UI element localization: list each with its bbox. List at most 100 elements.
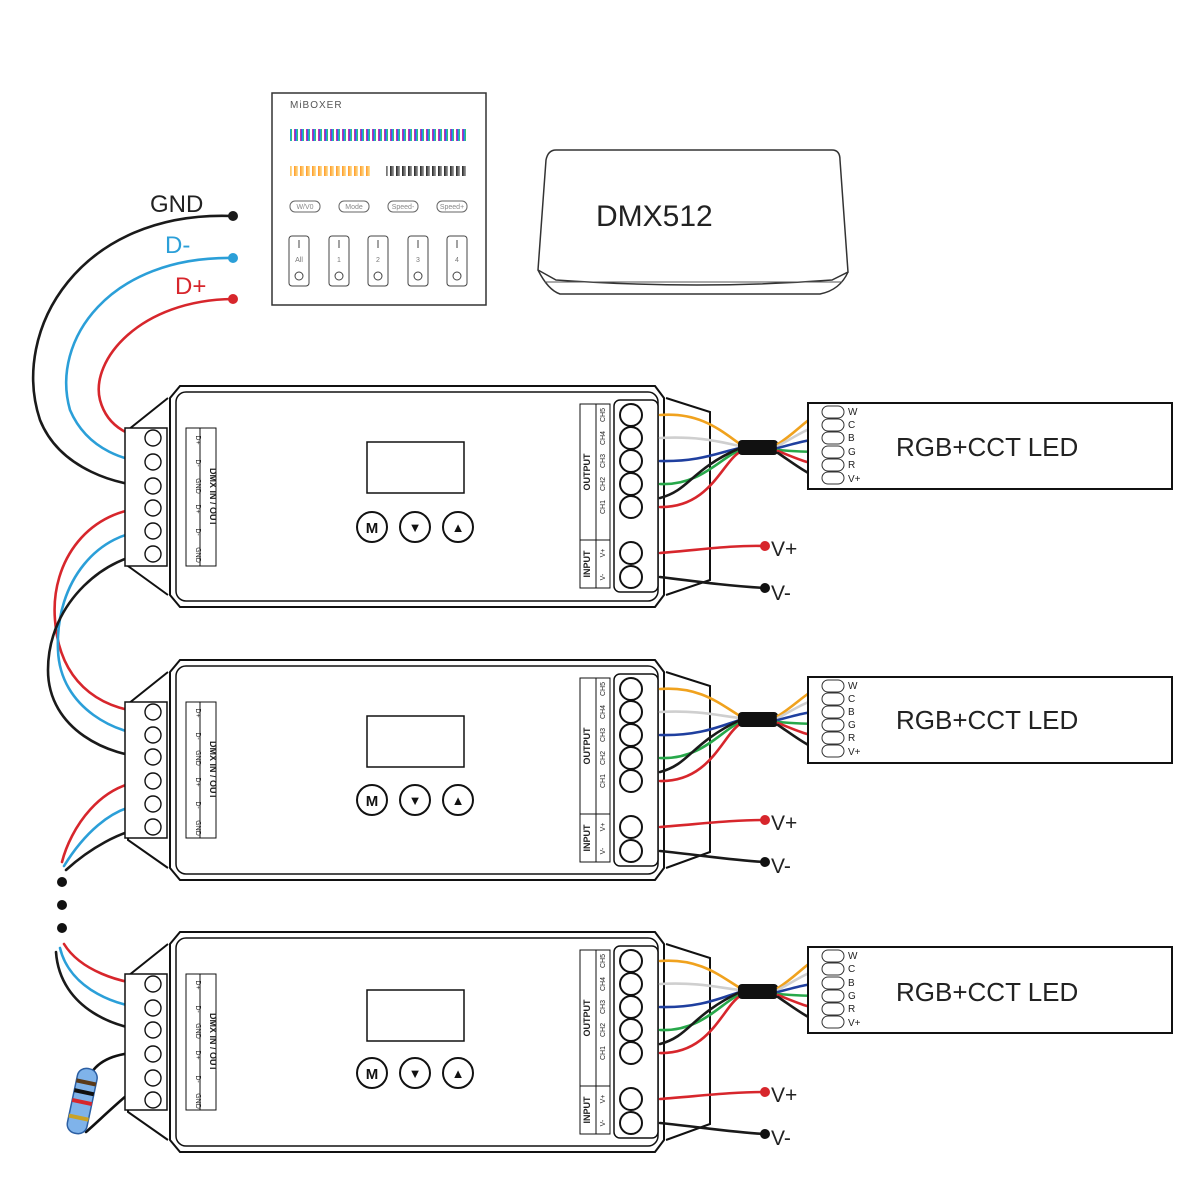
dmx-terminal-block	[124, 973, 168, 1111]
channel-label: CH3	[600, 454, 607, 468]
dmx-pin-legend: D+ D- GND D+ D- GND DMX IN / OUT	[185, 701, 218, 839]
decoder-1: D+ D- GND D+ D- GND DMX IN / OUT M ▼ ▲ O…	[124, 385, 711, 608]
output-label: OUTPUT	[582, 453, 592, 491]
output-pin-legend: OUTPUT INPUT CH5 CH4 CH3 CH2 CH1 V+ V-	[579, 677, 611, 863]
strip-pin-label: V+	[848, 1018, 861, 1029]
wall-panel-remote: MiBOXER W/V0 Mode Speed- Speed+	[271, 92, 487, 306]
menu-button-label: M	[366, 1066, 379, 1083]
decoder-2: D+ D- GND D+ D- GND DMX IN / OUT M ▼ ▲ O…	[124, 659, 711, 881]
led-wiring-1	[658, 410, 828, 593]
output-pin-legend: OUTPUT INPUT CH5 CH4 CH3 CH2 CH1 V+ V-	[579, 949, 611, 1135]
channel-label: CH2	[600, 1023, 607, 1037]
zone-key-label: 3	[416, 257, 420, 264]
brightness-touch-slider[interactable]	[386, 166, 466, 176]
led-strip-1: W C B G R V+ RGB+CCT LED	[807, 402, 1173, 490]
output-pin-legend: OUTPUT INPUT CH5 CH4 CH3 CH2 CH1 V+ V-	[579, 403, 611, 589]
strip-pin-label: B	[848, 978, 855, 989]
vplus-label: V+	[771, 538, 797, 561]
dmx-pin-label: GND	[194, 750, 201, 766]
output-terminal-block	[613, 399, 659, 593]
output-label: OUTPUT	[582, 999, 592, 1037]
input-pin-label: V+	[600, 549, 607, 558]
led-strip-2: W C B G R V+ RGB+CCT LED	[807, 676, 1173, 764]
vplus-label: V+	[771, 812, 797, 835]
zone-key-1[interactable]: 1	[328, 235, 350, 287]
menu-button[interactable]: M	[356, 1057, 388, 1089]
vminus-label: V-	[771, 855, 791, 878]
zone-key-all[interactable]: All	[288, 235, 310, 287]
vminus-label: V-	[771, 582, 791, 605]
zone-key-4[interactable]: 4	[446, 235, 468, 287]
cable-sleeve	[738, 984, 778, 999]
input-pin-label: V+	[600, 823, 607, 832]
dmx-pin-label: GND	[194, 1023, 201, 1039]
strip-pin-label: R	[848, 733, 855, 744]
zone-key-label: 1	[337, 257, 341, 264]
channel-label: CH1	[600, 774, 607, 788]
console-label: DMX512	[596, 200, 713, 233]
panel-button-speed-minus[interactable]: Speed-	[387, 200, 419, 213]
dmx-pin-label: D-	[194, 1005, 201, 1013]
dmx512-console: DMX512	[537, 149, 849, 295]
zone-key-2[interactable]: 2	[367, 235, 389, 287]
channel-label: CH1	[600, 500, 607, 514]
panel-button-label: W/V0	[296, 204, 313, 211]
channel-label: CH4	[600, 977, 607, 991]
strip-pin-label: G	[848, 720, 856, 731]
strip-pin-label: W	[848, 407, 858, 418]
dmx-pin-legend: D+ D- GND D+ D- GND DMX IN / OUT	[185, 973, 218, 1111]
channel-label: CH5	[600, 954, 607, 968]
channel-label: CH1	[600, 1046, 607, 1060]
strip-pin-label: C	[848, 964, 855, 975]
cable-sleeve	[738, 440, 778, 455]
input-pin-label: V-	[600, 847, 607, 854]
input-pin-label: V+	[600, 1095, 607, 1104]
down-button[interactable]: ▼	[399, 1057, 431, 1089]
decoder-3: D+ D- GND D+ D- GND DMX IN / OUT M ▼ ▲ O…	[124, 931, 711, 1153]
dmx-pin-label: D+	[194, 504, 201, 513]
gnd-label: GND	[150, 191, 203, 218]
panel-button-wv0[interactable]: W/V0	[289, 200, 321, 213]
rgb-touch-slider[interactable]	[290, 129, 466, 141]
strip-label: RGB+CCT LED	[896, 705, 1078, 735]
dmx-pin-label: D+	[194, 435, 201, 444]
dmx-pin-label: D-	[194, 801, 201, 809]
dmx-pin-legend: D+ D- GND D+ D- GND DMX IN / OUT	[185, 427, 218, 567]
dminus-label: D-	[165, 232, 190, 259]
panel-button-label: Mode	[345, 204, 363, 211]
up-button[interactable]: ▲	[442, 784, 474, 816]
down-button-label: ▼	[409, 520, 422, 535]
zone-key-label: 2	[376, 257, 380, 264]
up-button[interactable]: ▲	[442, 1057, 474, 1089]
dmx-terminal-block	[124, 701, 168, 839]
dmx-pin-label: D+	[194, 980, 201, 989]
panel-button-mode[interactable]: Mode	[338, 200, 370, 213]
dmx-pin-label: GND	[194, 1093, 201, 1109]
menu-button[interactable]: M	[356, 784, 388, 816]
down-button[interactable]: ▼	[399, 511, 431, 543]
panel-button-label: Speed-	[392, 204, 415, 211]
zone-key-3[interactable]: 3	[407, 235, 429, 287]
output-label: OUTPUT	[582, 727, 592, 765]
down-button[interactable]: ▼	[399, 784, 431, 816]
panel-button-speed-plus[interactable]: Speed+	[436, 200, 468, 213]
dmx-pin-label: D-	[194, 528, 201, 536]
menu-button[interactable]: M	[356, 511, 388, 543]
strip-pin-label: R	[848, 1004, 855, 1015]
dmx-in-out-label: DMX IN / OUT	[208, 741, 218, 800]
panel-brand: MiBOXER	[290, 100, 343, 111]
lcd-display	[366, 715, 465, 768]
strip-pin-label: C	[848, 694, 855, 705]
cct-touch-slider[interactable]	[290, 166, 370, 176]
lcd-display	[366, 989, 465, 1042]
dmx-pin-label: D-	[194, 459, 201, 467]
dmx-pin-label: D-	[194, 1075, 201, 1083]
dmx-pin-label: GND	[194, 547, 201, 563]
strip-pin-label: C	[848, 420, 855, 431]
strip-label: RGB+CCT LED	[896, 977, 1078, 1007]
strip-connector	[821, 679, 845, 758]
up-button[interactable]: ▲	[442, 511, 474, 543]
led-wiring-2	[658, 684, 828, 867]
up-button-label: ▲	[452, 1066, 465, 1081]
